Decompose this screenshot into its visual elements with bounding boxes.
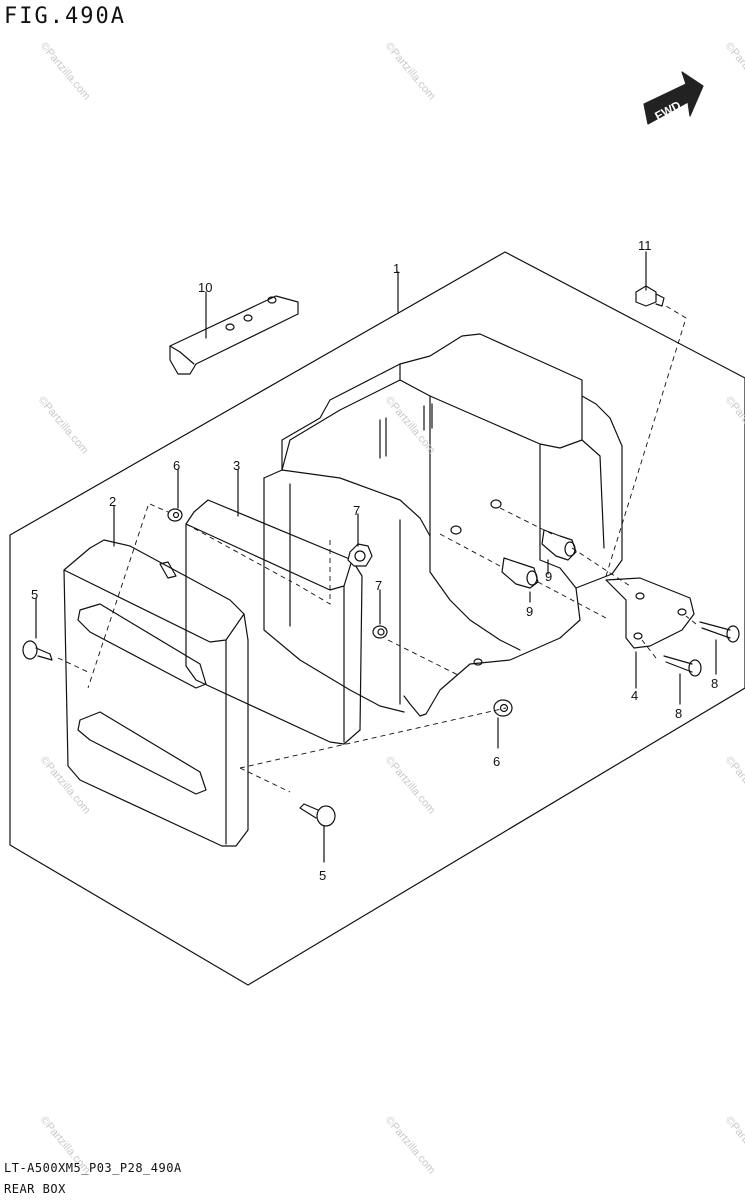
callout-11: 11 — [638, 238, 652, 253]
footer-code: LT-A500XM5_P03_P28_490A — [4, 1161, 182, 1175]
fwd-arrow-icon — [643, 71, 704, 125]
nut-part-7-lower — [372, 625, 388, 639]
washer-part-6-lower — [493, 699, 513, 717]
watermark: ©Partzilla.com — [723, 1114, 745, 1176]
figure-title: FIG.490A — [4, 4, 126, 29]
callout-10: 10 — [198, 280, 212, 295]
grommet-part-9-upper — [541, 529, 577, 561]
nut-part-7-upper — [347, 543, 373, 567]
watermark: ©Partzilla.com — [38, 754, 93, 816]
callout-2: 2 — [109, 494, 116, 509]
callout-9-upper: 9 — [545, 569, 552, 584]
watermark: ©Partzilla.com — [36, 394, 91, 456]
assembly-frame — [9, 251, 745, 986]
screw-part-5-bottom — [299, 803, 336, 827]
rear-box-body — [263, 333, 623, 717]
bolt-part-11 — [635, 285, 665, 307]
callout-4: 4 — [631, 688, 638, 703]
panel-part-3 — [185, 499, 363, 745]
watermark: ©Partzilla.com — [723, 754, 745, 816]
callout-5-bottom: 5 — [319, 868, 326, 883]
callout-7-lower: 7 — [375, 578, 382, 593]
screw-part-5-left — [22, 640, 53, 661]
watermark: ©Partzilla.com — [383, 40, 438, 102]
footer-name: REAR BOX — [4, 1182, 66, 1196]
bracket-part-10 — [169, 295, 299, 375]
callout-7-upper: 7 — [353, 503, 360, 518]
callout-5-left: 5 — [31, 587, 38, 602]
watermark: ©Partzilla.com — [38, 40, 93, 102]
screw-part-8-upper — [699, 621, 740, 643]
callout-8-upper: 8 — [711, 676, 718, 691]
watermark: ©Partzilla.com — [383, 1114, 438, 1176]
washer-part-6-upper — [167, 508, 183, 522]
watermark: ©Partzilla.com — [383, 754, 438, 816]
plate-part-4 — [605, 577, 695, 649]
callout-3: 3 — [233, 458, 240, 473]
callout-1: 1 — [393, 261, 400, 276]
grommet-part-9-lower — [501, 557, 539, 589]
callout-6-upper: 6 — [173, 458, 180, 473]
callout-6-lower: 6 — [493, 754, 500, 769]
watermark: ©Partzilla.com — [383, 394, 438, 456]
callout-9-lower: 9 — [526, 604, 533, 619]
callout-8-lower: 8 — [675, 706, 682, 721]
watermark: ©Partzilla.com — [723, 40, 745, 102]
screw-part-8-lower — [663, 655, 702, 677]
cover-part-2 — [63, 539, 249, 847]
watermark: ©Partzilla.com — [723, 394, 745, 456]
